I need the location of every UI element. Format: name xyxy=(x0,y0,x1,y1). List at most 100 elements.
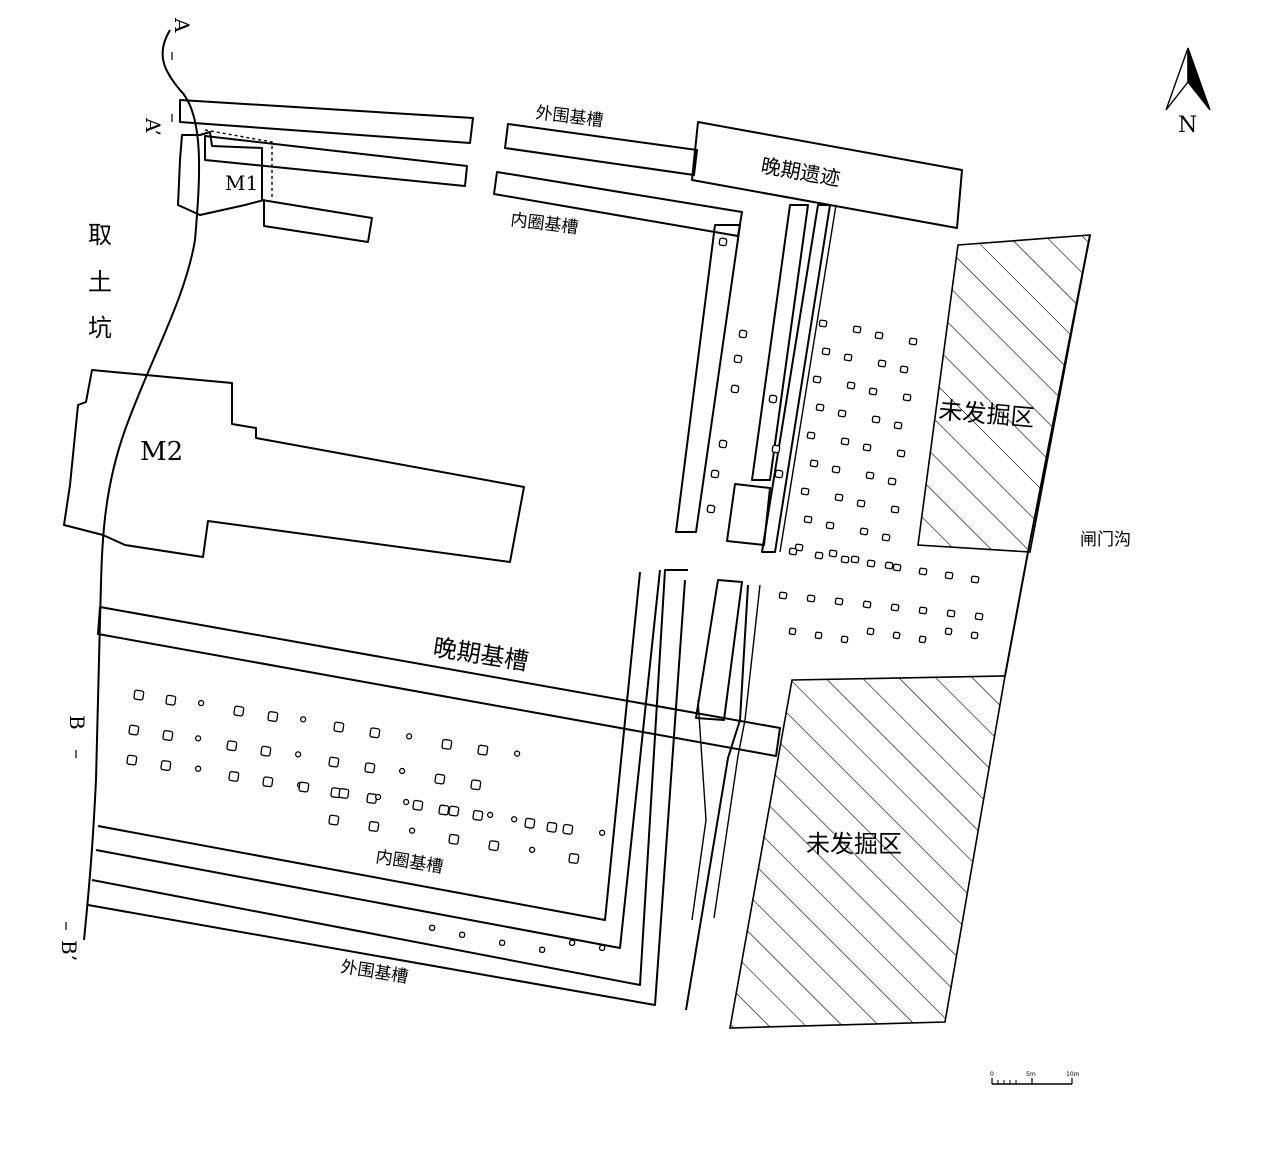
post-hole xyxy=(568,853,580,864)
post-hole xyxy=(364,762,376,774)
post-hole xyxy=(369,727,381,739)
post-hole xyxy=(856,499,866,508)
post-hole xyxy=(486,811,494,819)
post-hole xyxy=(128,724,140,736)
post-hole xyxy=(944,571,954,580)
borrow-pit-label-2: 土 xyxy=(88,268,112,296)
post-hole xyxy=(877,359,887,368)
post-hole xyxy=(846,381,856,390)
post-hole xyxy=(815,403,825,412)
post-hole xyxy=(837,409,847,418)
post-hole xyxy=(441,738,453,750)
post-hole xyxy=(946,609,956,618)
post-hole xyxy=(768,394,778,404)
post-hole xyxy=(338,788,350,799)
post-hole xyxy=(738,329,748,339)
post-hole xyxy=(328,756,340,768)
scale-tick-0: 0 xyxy=(990,1071,994,1078)
post-hole xyxy=(718,439,728,449)
post-hole xyxy=(892,631,901,640)
post-hole xyxy=(528,846,536,853)
post-hole xyxy=(294,751,302,758)
post-hole xyxy=(874,331,884,340)
post-hole xyxy=(821,347,831,356)
post-hole xyxy=(299,716,307,723)
excavation-boundary-east xyxy=(1004,234,1091,677)
post-hole xyxy=(412,799,424,811)
post-hole xyxy=(718,237,728,247)
post-hole xyxy=(814,631,823,640)
post-hole xyxy=(194,735,202,742)
post-hole xyxy=(405,733,413,740)
post-hole xyxy=(806,594,816,603)
post-hole xyxy=(893,421,903,430)
post-hole xyxy=(298,781,310,793)
outer-trench-bottom xyxy=(91,569,688,986)
post-hole xyxy=(458,931,466,939)
inner-trench-bottom-inner xyxy=(95,569,661,949)
post-hole xyxy=(546,821,558,833)
post-hole xyxy=(970,631,979,640)
post-hole xyxy=(788,627,797,636)
post-hole xyxy=(970,575,980,584)
post-hole xyxy=(771,444,781,454)
post-hole xyxy=(774,469,784,479)
unexcavated-area-upper xyxy=(917,234,1091,553)
post-hole xyxy=(162,730,174,741)
post-hole xyxy=(126,754,138,766)
gate-ditch-label: 闸门沟 xyxy=(1080,530,1131,550)
post-hole xyxy=(881,533,891,542)
post-hole xyxy=(165,694,177,706)
linear-feature-lower-c xyxy=(685,584,749,1011)
post-hole xyxy=(434,773,446,785)
post-hole xyxy=(262,776,274,788)
post-hole xyxy=(733,354,743,364)
post-hole xyxy=(918,635,927,644)
post-hole xyxy=(402,798,410,806)
post-hole xyxy=(226,740,238,752)
post-hole xyxy=(818,319,828,328)
structure-box xyxy=(726,483,771,546)
post-hole xyxy=(428,924,436,932)
post-hole xyxy=(834,597,844,606)
post-hole xyxy=(197,699,205,707)
post-hole xyxy=(866,559,876,568)
linear-feature-c xyxy=(779,204,837,553)
post-hole xyxy=(398,767,406,775)
post-hole xyxy=(472,809,484,821)
post-hole xyxy=(862,443,872,452)
post-hole xyxy=(918,567,928,576)
post-hole xyxy=(438,804,450,816)
post-hole xyxy=(194,765,202,772)
tomb-m2-label: M2 xyxy=(140,437,183,467)
section-b-prime-label: B’ xyxy=(57,940,81,961)
tomb-m2 xyxy=(63,369,525,563)
section-a-prime-label: A’ xyxy=(141,117,165,136)
section-a-label: A xyxy=(170,17,194,33)
post-hole xyxy=(825,521,835,530)
linear-feature-b xyxy=(761,204,831,553)
post-hole xyxy=(800,487,810,496)
post-hole xyxy=(890,603,900,612)
post-hole xyxy=(538,946,546,954)
late-remains-label: 晚期遗迹 xyxy=(759,153,842,191)
tomb-m1-label: M1 xyxy=(225,171,258,195)
post-hole xyxy=(908,337,918,346)
post-hole xyxy=(568,939,576,947)
outer-trench-bottom-label: 外围基槽 xyxy=(339,957,409,987)
section-b-label: B xyxy=(65,715,89,730)
post-hole xyxy=(788,547,798,556)
late-trench xyxy=(97,606,781,757)
post-hole xyxy=(778,591,788,600)
post-hole xyxy=(160,760,172,771)
post-hole xyxy=(828,549,838,558)
post-hole xyxy=(562,823,574,835)
unexcavated-area-lower xyxy=(729,675,1006,1029)
post-hole xyxy=(730,384,740,394)
post-hole xyxy=(448,805,460,817)
post-hole xyxy=(892,563,902,572)
post-hole xyxy=(831,465,841,474)
borrow-pit-label-1: 取 xyxy=(88,221,112,249)
post-hole xyxy=(865,471,875,480)
